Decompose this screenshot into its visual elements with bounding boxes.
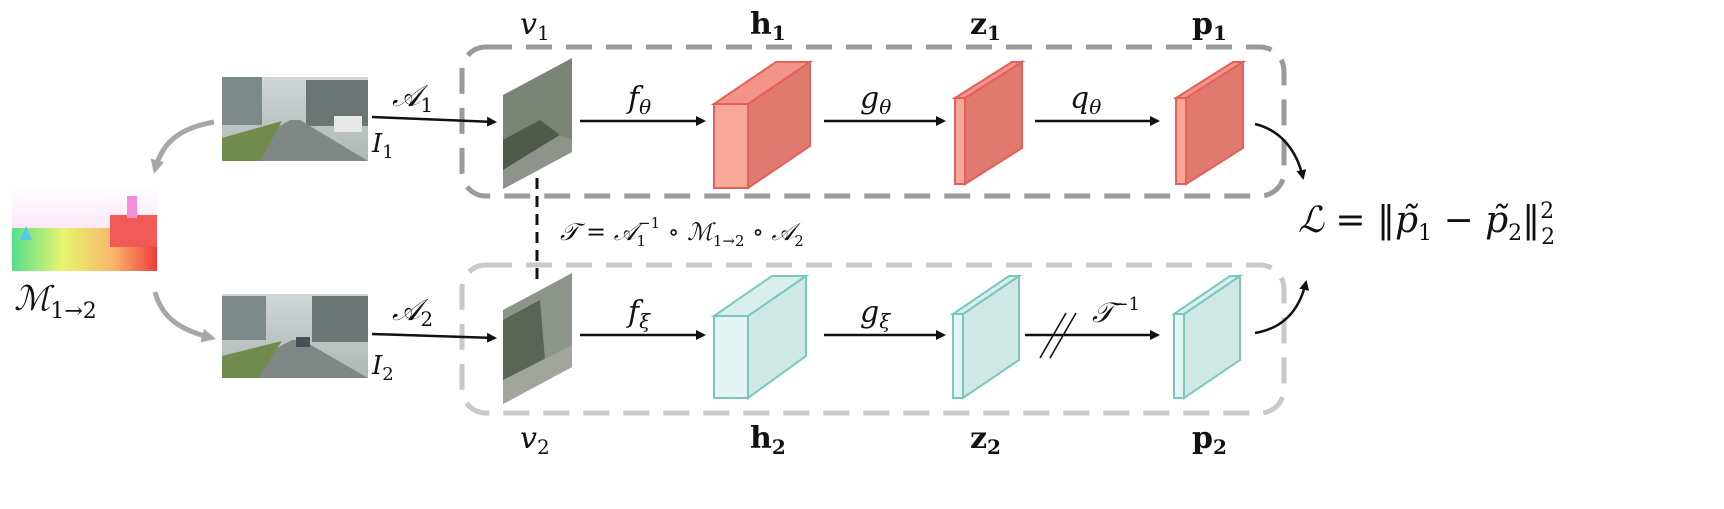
feature-p1-block <box>1172 60 1247 186</box>
label-p1: p1 <box>1192 7 1227 45</box>
optical-flow-image <box>12 185 157 271</box>
loss-arrow-bottom <box>1254 280 1310 335</box>
flow-arrow-down <box>152 291 216 343</box>
label-encoder-target: fξ <box>626 295 651 333</box>
feature-h2-block <box>710 274 810 400</box>
label-image-1: I1 <box>371 129 394 163</box>
label-projector-online: gθ <box>860 81 891 119</box>
label-z2: z2 <box>970 421 1001 459</box>
label-v1: v1 <box>520 7 550 45</box>
view-1-image <box>503 58 572 189</box>
flow-arrow-up <box>150 119 215 174</box>
feature-p2-block <box>1170 274 1244 400</box>
label-encoder-online: fθ <box>626 81 651 119</box>
stop-gradient-slash-2 <box>1049 312 1077 359</box>
aug-1-arrow <box>371 115 497 127</box>
label-z1: z1 <box>970 7 1001 45</box>
feature-z2-block <box>949 274 1023 400</box>
label-h1: h1 <box>750 7 786 45</box>
view-2-image <box>503 273 572 404</box>
input-image-1 <box>222 77 368 161</box>
transform-equation: 𝒯 = 𝒜1−1 ∘ ℳ1→2 ∘ 𝒜2 <box>560 214 804 250</box>
stop-gradient-slash-1 <box>1039 312 1067 359</box>
label-aug-1: 𝒜1 <box>392 79 433 117</box>
label-inverse-transform: 𝒯−1 <box>1092 294 1140 329</box>
label-h2: h2 <box>750 421 786 459</box>
target-network-box <box>459 262 1287 416</box>
label-flow: ℳ1→2 <box>14 279 97 324</box>
label-image-2: I2 <box>371 351 394 385</box>
loss-arrow-top <box>1254 122 1307 180</box>
label-aug-2: 𝒜2 <box>392 293 433 331</box>
feature-h1-block <box>710 60 814 190</box>
label-projector-target: gξ <box>860 295 891 333</box>
label-predictor-online: qθ <box>1070 81 1101 119</box>
aug-2-arrow <box>371 332 497 343</box>
label-v2: v2 <box>520 421 550 459</box>
feature-z1-block <box>951 60 1026 186</box>
label-p2: p2 <box>1192 421 1227 459</box>
input-image-2 <box>222 294 368 378</box>
